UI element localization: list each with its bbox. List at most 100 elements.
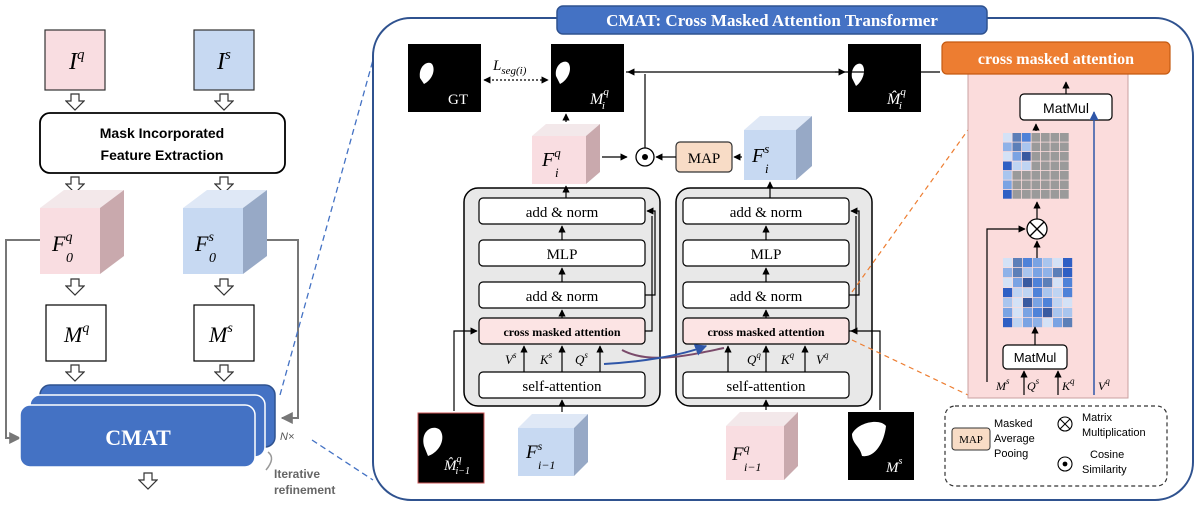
attention-cell	[1033, 308, 1043, 318]
attention-cell	[1013, 298, 1023, 308]
attention-cell	[1033, 268, 1043, 278]
iterative-label-line2: refinement	[274, 483, 335, 497]
attention-cell	[1023, 318, 1033, 328]
mask-support-label: Ms	[208, 321, 233, 347]
attention-cell	[1050, 152, 1060, 161]
attention-cell	[1023, 298, 1033, 308]
add-norm-box	[478, 197, 646, 225]
attention-cell	[1013, 308, 1023, 318]
attention-cell	[1050, 190, 1060, 199]
svg-text:add & norm: add & norm	[730, 289, 803, 305]
feature-cube-query-0: Fq 0	[40, 190, 124, 274]
svg-text:add & norm: add & norm	[526, 205, 599, 221]
attention-cell	[1003, 190, 1012, 199]
cma-detail-title: cross masked attention	[978, 51, 1134, 68]
attention-cell	[1033, 318, 1043, 328]
attention-cell	[1023, 268, 1033, 278]
attention-cell	[1043, 258, 1053, 268]
attention-cell	[1012, 171, 1022, 180]
attention-cell	[1060, 142, 1069, 152]
attention-cell	[1003, 278, 1013, 288]
attention-cell	[1050, 133, 1060, 142]
attention-cell	[1023, 278, 1033, 288]
attention-cell	[1022, 142, 1031, 152]
attention-cell	[1003, 142, 1012, 152]
attention-cell	[1033, 298, 1043, 308]
attention-cell	[1033, 278, 1043, 288]
feedback-arrow-right	[267, 239, 299, 424]
attention-cell	[1003, 318, 1013, 328]
n-times-label: N×	[280, 431, 294, 443]
svg-text:i−1: i−1	[744, 460, 761, 474]
left-panel: Iq Is Mask Incorporated Feature Extracti…	[5, 29, 335, 497]
attention-cell	[1031, 152, 1041, 161]
mask-support-bottom-label: Ms	[885, 456, 903, 476]
attention-cell	[1003, 180, 1012, 190]
legend-matrix-desc-2: Multiplication	[1082, 427, 1146, 439]
zoom-line-bottom	[311, 439, 374, 481]
attention-cell	[1053, 308, 1063, 318]
attention-cell	[1053, 268, 1063, 278]
attention-cell	[1022, 161, 1031, 171]
mife-label-line1: Mask Incorporated	[100, 125, 224, 141]
detail-input-k: Kq	[1061, 376, 1075, 393]
attention-cell	[1022, 171, 1031, 180]
attention-cell	[1043, 318, 1053, 328]
attention-cell	[1041, 161, 1050, 171]
down-arrow-icon	[214, 93, 234, 111]
attention-cell	[1043, 268, 1053, 278]
attention-cell	[1023, 288, 1033, 298]
svg-text:self-attention: self-attention	[726, 379, 806, 395]
down-arrow-icon	[65, 93, 85, 111]
detail-input-v: Vq	[1098, 376, 1110, 393]
iterative-label-line1: Iterative	[274, 467, 320, 481]
legend-box	[944, 405, 1168, 487]
attention-cell	[1063, 308, 1073, 318]
attention-cell	[1043, 308, 1053, 318]
attention-cell	[1041, 190, 1050, 199]
attention-cell	[1022, 152, 1031, 161]
attention-cell	[1031, 190, 1041, 199]
attention-cell	[1053, 298, 1063, 308]
attention-cell	[1063, 268, 1073, 278]
attention-cell	[1012, 152, 1022, 161]
attention-cell	[1050, 142, 1060, 152]
attention-cell	[1023, 258, 1033, 268]
down-arrow-icon	[65, 364, 85, 382]
attention-cell	[1031, 180, 1041, 190]
mask-support-box	[193, 304, 255, 362]
mife-label-line2: Feature Extraction	[101, 147, 224, 163]
attention-cell	[1013, 258, 1023, 268]
right-input-k: Kq	[780, 350, 795, 367]
down-arrow-icon	[214, 278, 234, 296]
zoom-line-top	[279, 59, 374, 396]
attention-cell	[1033, 258, 1043, 268]
svg-text:self-attention: self-attention	[522, 379, 602, 395]
attention-cell	[1043, 298, 1053, 308]
attention-cell	[1053, 278, 1063, 288]
gt-mask-image	[408, 44, 481, 112]
feature-cube-support-0: Fs 0	[183, 190, 267, 274]
svg-text:Fq: Fq	[51, 230, 72, 256]
attention-cell	[1031, 133, 1041, 142]
support-image-label: Is	[216, 47, 231, 75]
svg-text:Fs: Fs	[194, 230, 214, 256]
gt-label: GT	[448, 92, 468, 108]
down-arrow-icon	[138, 472, 158, 490]
attention-cell	[1063, 258, 1073, 268]
attention-cell	[1003, 298, 1013, 308]
attention-cell	[1012, 190, 1022, 199]
right-input-v: Vq	[816, 350, 829, 367]
attention-cell	[1041, 133, 1050, 142]
legend-cos-desc-2: Similarity	[1082, 464, 1127, 476]
arrow-ms-to-cma	[850, 327, 881, 410]
attention-cell	[1060, 171, 1069, 180]
mask-query-label: Mq	[63, 321, 89, 347]
attention-cell	[1003, 133, 1012, 142]
svg-text:i−1: i−1	[538, 458, 555, 472]
attention-cell	[1050, 171, 1060, 180]
attention-cell	[1063, 318, 1073, 328]
cmat-block	[19, 404, 256, 468]
cross-query-arrow	[621, 347, 725, 359]
